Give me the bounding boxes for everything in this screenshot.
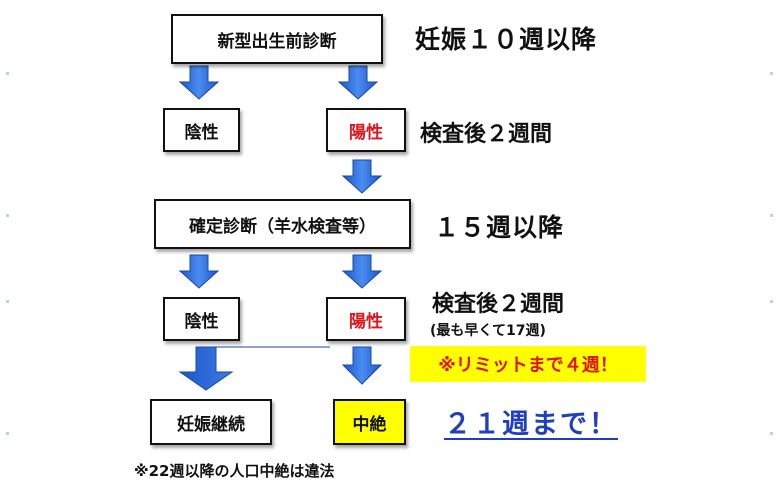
arrow-down-icon: [341, 346, 383, 385]
until-21-weeks-note: ２１週まで！: [444, 409, 618, 440]
positive-box-1: 陽性: [326, 108, 406, 152]
abortion-box: 中絶: [333, 399, 406, 445]
margin-dot: [6, 214, 9, 217]
week10-note: 妊娠１０週以降: [415, 25, 598, 54]
margin-dot: [770, 300, 773, 303]
margin-dot: [6, 300, 9, 303]
positive-box-2: 陽性: [326, 297, 406, 341]
diagnosis-box: 確定診断（羊水検査等）: [154, 199, 411, 249]
earliest-note: (最も早くて17週): [430, 323, 546, 339]
margin-dot: [770, 72, 773, 75]
after2weeks-note-2: 検査後２週間: [432, 292, 565, 317]
footnote: ※22週以降の人口中絶は違法: [134, 462, 335, 480]
continue-pregnancy-box: 妊娠継続: [150, 399, 272, 445]
arrow-down-icon: [341, 159, 383, 194]
bent-arrow-icon: [178, 346, 330, 391]
margin-dot: [6, 72, 9, 75]
margin-dot: [6, 432, 9, 435]
arrow-down-icon: [178, 254, 220, 289]
arrow-down-icon: [178, 65, 220, 100]
negative-box-2: 陰性: [163, 297, 240, 341]
arrow-down-icon: [341, 254, 383, 289]
margin-dot: [770, 432, 773, 435]
week15-note: １５週以降: [434, 213, 565, 242]
nipt-box: 新型出生前診断: [171, 14, 383, 64]
limit-banner: ※リミットまで４週！: [410, 346, 646, 382]
arrow-down-icon: [337, 65, 379, 100]
after2weeks-note-1: 検査後２週間: [420, 122, 553, 147]
negative-box-1: 陰性: [163, 108, 240, 152]
margin-dot: [770, 214, 773, 217]
